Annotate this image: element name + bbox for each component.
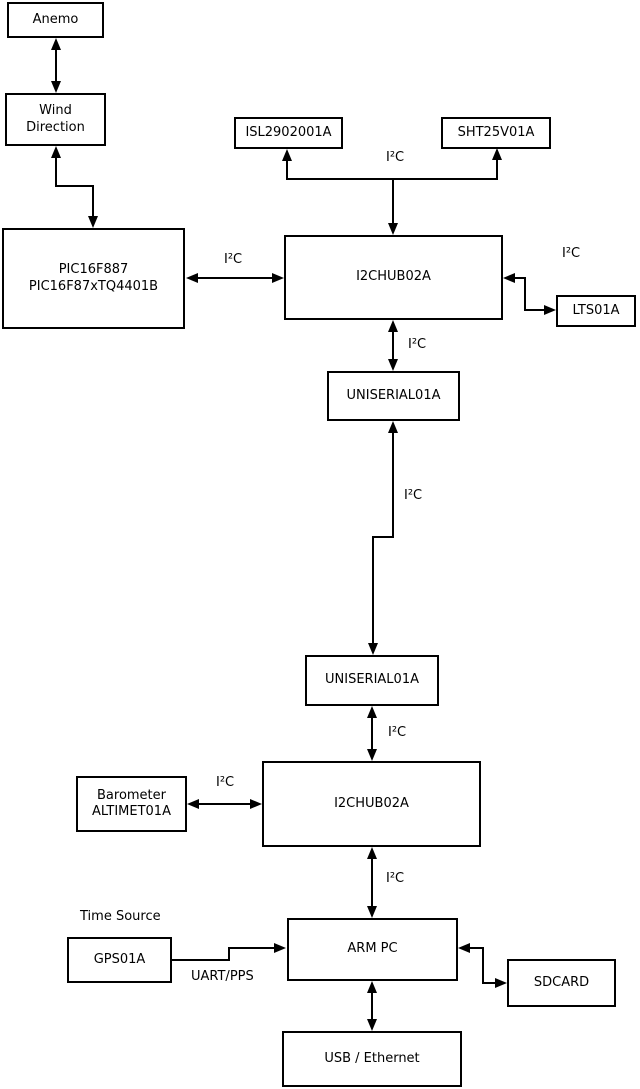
i2c-hub2-box: I2CHUB02A [262, 761, 481, 847]
i2c-label-hub1-lts: I²C [562, 246, 581, 261]
i2c-label-sensor-bus: I²C [386, 150, 405, 165]
time-source-label: Time Source [80, 909, 161, 924]
edge-hub1-lts [503, 273, 556, 315]
usb-ethernet-box: USB / Ethernet [282, 1031, 462, 1087]
barometer-box: Barometer ALTIMET01A [76, 776, 187, 832]
isl-sensor-box: ISL2902001A [234, 117, 343, 149]
edge-anemo-wind-direction [51, 38, 61, 93]
edge-wind-direction-pic [51, 146, 98, 228]
edge-uniserial2-hub2 [367, 706, 377, 761]
edge-armpc-usb [367, 981, 377, 1031]
edge-hub1-uniserial1 [388, 320, 398, 371]
edge-hub1-sensor-bus [282, 148, 502, 235]
arm-pc-box: ARM PC [287, 918, 458, 981]
i2c-label-uniserial2-hub2: I²C [388, 725, 407, 740]
pic-mcu-box: PIC16F887 PIC16F87xTQ4401B [2, 228, 185, 329]
edge-uniserial1-uniserial2 [368, 421, 398, 655]
uniserial2-box: UNISERIAL01A [305, 655, 439, 706]
edge-hub2-armpc [367, 847, 377, 918]
lts-sensor-box: LTS01A [556, 295, 636, 327]
i2c-label-hub2-armpc: I²C [386, 871, 405, 886]
edge-gps-armpc [172, 943, 286, 961]
uart-pps-label: UART/PPS [191, 969, 254, 984]
i2c-label-pic-hub1: I²C [224, 252, 243, 267]
sht-sensor-box: SHT25V01A [441, 117, 551, 149]
edge-barometer-hub2 [187, 799, 262, 809]
i2c-label-hub1-uniserial1: I²C [408, 337, 427, 352]
wind-direction-box: Wind Direction [5, 93, 106, 146]
edge-armpc-sdcard [458, 943, 507, 988]
anemo-box: Anemo [7, 2, 104, 38]
edge-pic-hub1 [186, 273, 284, 283]
sdcard-box: SDCARD [507, 959, 616, 1007]
uniserial1-box: UNISERIAL01A [327, 371, 460, 421]
i2c-label-uniserial-link: I²C [404, 488, 423, 503]
i2c-hub1-box: I2CHUB02A [284, 235, 503, 320]
i2c-label-barometer-hub2: I²C [216, 775, 235, 790]
gps-box: GPS01A [67, 937, 172, 983]
